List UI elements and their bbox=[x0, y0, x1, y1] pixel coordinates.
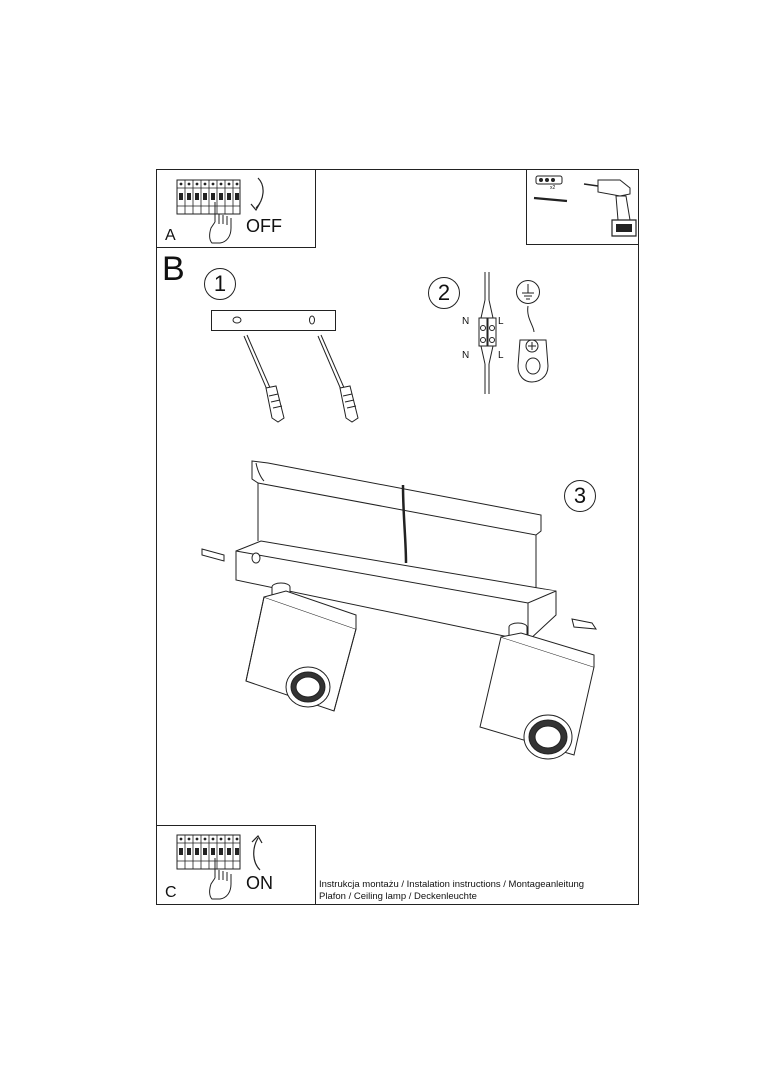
wire-n-bottom: N bbox=[462, 350, 470, 361]
wall-plug-screw-icon bbox=[533, 174, 569, 206]
hand-icon bbox=[206, 202, 238, 244]
wall-anchor-icon bbox=[312, 330, 362, 424]
panel-c-label: C bbox=[165, 884, 177, 901]
wire-l-bottom: L bbox=[498, 350, 504, 361]
ceiling-lamp-illustration bbox=[196, 455, 606, 775]
mounting-plate-icon bbox=[211, 310, 337, 332]
footer-line-2: Plafon / Ceiling lamp / Deckenleuchte bbox=[319, 891, 477, 902]
hand-icon bbox=[206, 858, 238, 900]
wall-anchor-icon bbox=[238, 330, 288, 424]
circuit-breaker-icon bbox=[176, 179, 241, 215]
panel-a-label: A bbox=[165, 227, 176, 244]
panel-c-power-on bbox=[156, 825, 316, 905]
panel-a-power-off bbox=[156, 169, 316, 248]
footer-line-1: Instrukcja montażu / Instalation instruc… bbox=[319, 879, 585, 890]
step-1-marker: 1 bbox=[204, 268, 236, 300]
wire-n-top: N bbox=[462, 316, 470, 327]
drill-icon bbox=[582, 176, 638, 240]
ground-clamp-icon bbox=[514, 304, 556, 386]
arrow-up-icon bbox=[248, 832, 268, 872]
wire-l-top: L bbox=[498, 316, 504, 327]
footer-caption: Instrukcja montażu / Instalation instruc… bbox=[319, 879, 584, 903]
quantity-label: x2 bbox=[550, 185, 556, 191]
instruction-sheet-frame bbox=[156, 169, 639, 905]
ground-symbol-icon bbox=[515, 279, 541, 305]
step-3-marker: 3 bbox=[564, 480, 596, 512]
power-off-text: OFF bbox=[246, 216, 282, 236]
power-on-text: ON bbox=[246, 873, 273, 893]
step-2-marker: 2 bbox=[428, 277, 460, 309]
terminal-block-icon bbox=[473, 272, 501, 394]
arrow-down-icon bbox=[248, 176, 268, 216]
circuit-breaker-icon bbox=[176, 834, 241, 870]
panel-tools bbox=[526, 169, 639, 245]
panel-b-label: B bbox=[162, 250, 185, 288]
